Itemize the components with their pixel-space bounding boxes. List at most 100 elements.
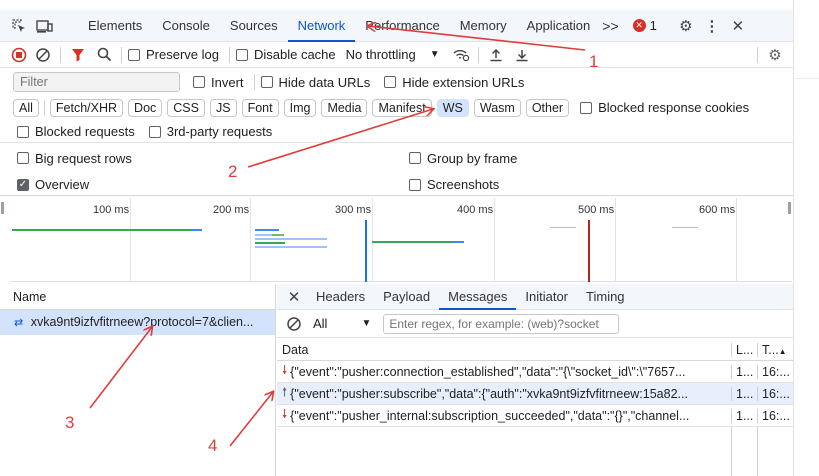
error-icon[interactable]: ✕ xyxy=(632,19,646,32)
more-options-icon[interactable]: ⋮ xyxy=(704,17,720,35)
type-filter-manifest[interactable]: Manifest xyxy=(372,98,432,117)
tab-payload[interactable]: Payload xyxy=(383,288,431,304)
gutter-divider xyxy=(794,78,819,79)
message-type-select[interactable]: All ▼ xyxy=(313,316,371,331)
message-length: 1... xyxy=(731,364,757,379)
overview-gridline xyxy=(250,198,251,282)
type-filter-doc[interactable]: Doc xyxy=(128,98,163,117)
blocked-response-cookies-checkbox[interactable]: Blocked response cookies xyxy=(580,100,749,115)
column-divider xyxy=(731,427,732,476)
error-count[interactable]: 1 xyxy=(649,18,657,33)
hide-extension-urls-checkbox[interactable]: Hide extension URLs xyxy=(384,75,524,90)
messages-column-dividers xyxy=(277,427,793,476)
hide-data-urls-box[interactable] xyxy=(260,76,273,88)
disable-cache-box[interactable] xyxy=(235,48,248,61)
close-devtools-icon[interactable]: ✕ xyxy=(731,17,745,35)
inspect-element-icon[interactable] xyxy=(8,15,30,37)
type-filter-media[interactable]: Media xyxy=(321,98,368,117)
tab-headers[interactable]: Headers xyxy=(316,288,366,304)
chevron-down-icon: ▼ xyxy=(361,318,372,329)
request-row[interactable]: ⇄ xvka9nt9izfvfitrneew?protocol=7&clien.… xyxy=(0,310,275,335)
network-overview-timeline[interactable]: 100 ms 200 ms 300 ms 400 ms 500 ms 600 m… xyxy=(1,198,792,282)
network-conditions-icon[interactable] xyxy=(450,44,472,66)
overview-box-checked[interactable]: ✓ xyxy=(17,178,29,191)
stop-recording-icon[interactable] xyxy=(8,44,30,66)
clear-icon[interactable] xyxy=(32,44,54,66)
network-settings-gear-icon[interactable]: ⚙ xyxy=(768,46,782,64)
filter-row: Invert Hide data URLs Hide extension URL… xyxy=(0,70,793,94)
overview-bar xyxy=(365,220,367,282)
column-header-data[interactable]: Data xyxy=(282,342,309,357)
hide-extension-urls-box[interactable] xyxy=(384,76,397,88)
big-request-rows-box[interactable] xyxy=(17,152,29,164)
close-details-icon[interactable]: ✕ xyxy=(287,288,301,306)
clear-messages-icon[interactable] xyxy=(283,313,305,335)
tab-network[interactable]: Network xyxy=(287,10,356,42)
column-header-time[interactable]: T...▲ xyxy=(757,342,793,357)
overview-gridline xyxy=(494,198,495,282)
tab-initiator[interactable]: Initiator xyxy=(525,288,569,304)
requests-list: Name ⇄ xvka9nt9izfvfitrneew?protocol=7&c… xyxy=(0,284,276,476)
resource-type-filters: All Fetch/XHR Doc CSS JS Font Img Media … xyxy=(0,95,793,120)
message-row[interactable]: 🠗{"event":"pusher_internal:subscription_… xyxy=(277,405,793,427)
name-column-header[interactable]: Name xyxy=(0,284,275,310)
filter-input[interactable] xyxy=(13,72,180,92)
type-filter-all[interactable]: All xyxy=(13,98,39,117)
invert-box[interactable] xyxy=(193,76,205,88)
hide-extension-urls-label: Hide extension URLs xyxy=(402,74,525,90)
tab-performance[interactable]: Performance xyxy=(365,17,440,33)
tab-elements[interactable]: Elements xyxy=(88,17,143,33)
type-filter-fetch-xhr[interactable]: Fetch/XHR xyxy=(49,98,124,117)
disable-cache-checkbox[interactable]: Disable cache xyxy=(235,47,336,62)
type-filter-img[interactable]: Img xyxy=(283,98,317,117)
overview-tick-label: 400 ms xyxy=(457,204,494,216)
big-request-rows-checkbox[interactable]: Big request rows xyxy=(17,151,409,166)
message-row[interactable]: 🠕{"event":"pusher:subscribe","data":{"au… xyxy=(277,383,793,405)
type-filter-css[interactable]: CSS xyxy=(167,98,205,117)
tab-sources[interactable]: Sources xyxy=(229,17,278,33)
message-row[interactable]: 🠗{"event":"pusher:connection_established… xyxy=(277,361,793,383)
overview-bar xyxy=(12,229,192,231)
preserve-log-box[interactable] xyxy=(128,48,140,61)
type-filter-js[interactable]: JS xyxy=(209,98,237,117)
import-har-icon[interactable] xyxy=(485,44,507,66)
hide-data-urls-label: Hide data URLs xyxy=(278,74,371,90)
third-party-requests-checkbox[interactable]: 3rd-party requests xyxy=(148,124,272,139)
tab-memory[interactable]: Memory xyxy=(459,17,507,33)
settings-row-2: ✓Overview Screenshots xyxy=(0,174,793,196)
hide-data-urls-checkbox[interactable]: Hide data URLs xyxy=(260,74,371,90)
invert-checkbox[interactable]: Invert xyxy=(193,75,244,90)
type-filter-font[interactable]: Font xyxy=(241,98,279,117)
messages-regex-input[interactable] xyxy=(383,313,620,334)
device-toolbar-icon[interactable] xyxy=(34,15,56,37)
throttling-select[interactable]: No throttling ▼ xyxy=(346,47,440,62)
overview-right-handle[interactable] xyxy=(788,202,791,214)
overview-checkbox[interactable]: ✓Overview xyxy=(17,177,409,192)
type-filter-other[interactable]: Other xyxy=(525,98,570,117)
settings-gear-icon[interactable]: ⚙ xyxy=(679,17,693,35)
screenshots-box[interactable] xyxy=(409,178,421,191)
filter-funnel-icon[interactable] xyxy=(67,44,89,66)
search-icon[interactable] xyxy=(93,44,115,66)
type-filter-wasm[interactable]: Wasm xyxy=(473,98,521,117)
received-arrow-icon: 🠗 xyxy=(282,407,288,421)
screenshots-checkbox[interactable]: Screenshots xyxy=(409,177,499,192)
overview-left-handle[interactable] xyxy=(1,202,4,214)
group-by-frame-box[interactable] xyxy=(409,152,421,164)
blocked-requests-box[interactable] xyxy=(17,125,29,138)
more-tabs-button[interactable]: >> xyxy=(602,17,619,34)
type-filter-ws[interactable]: WS xyxy=(436,98,469,117)
blocked-response-cookies-box[interactable] xyxy=(580,101,593,114)
export-har-icon[interactable] xyxy=(511,44,533,66)
column-header-length[interactable]: L... xyxy=(731,342,757,357)
group-by-frame-checkbox[interactable]: Group by frame xyxy=(409,151,517,166)
tab-console[interactable]: Console xyxy=(162,17,210,33)
overview-bar xyxy=(255,242,285,244)
tab-messages[interactable]: Messages xyxy=(439,284,517,310)
blocked-requests-checkbox[interactable]: Blocked requests xyxy=(17,124,135,139)
third-party-requests-box[interactable] xyxy=(148,125,161,138)
tab-timing[interactable]: Timing xyxy=(586,288,625,304)
preserve-log-checkbox[interactable]: Preserve log xyxy=(128,47,219,62)
tab-application[interactable]: Application xyxy=(526,17,591,33)
blocked-response-cookies-label: Blocked response cookies xyxy=(598,100,750,115)
